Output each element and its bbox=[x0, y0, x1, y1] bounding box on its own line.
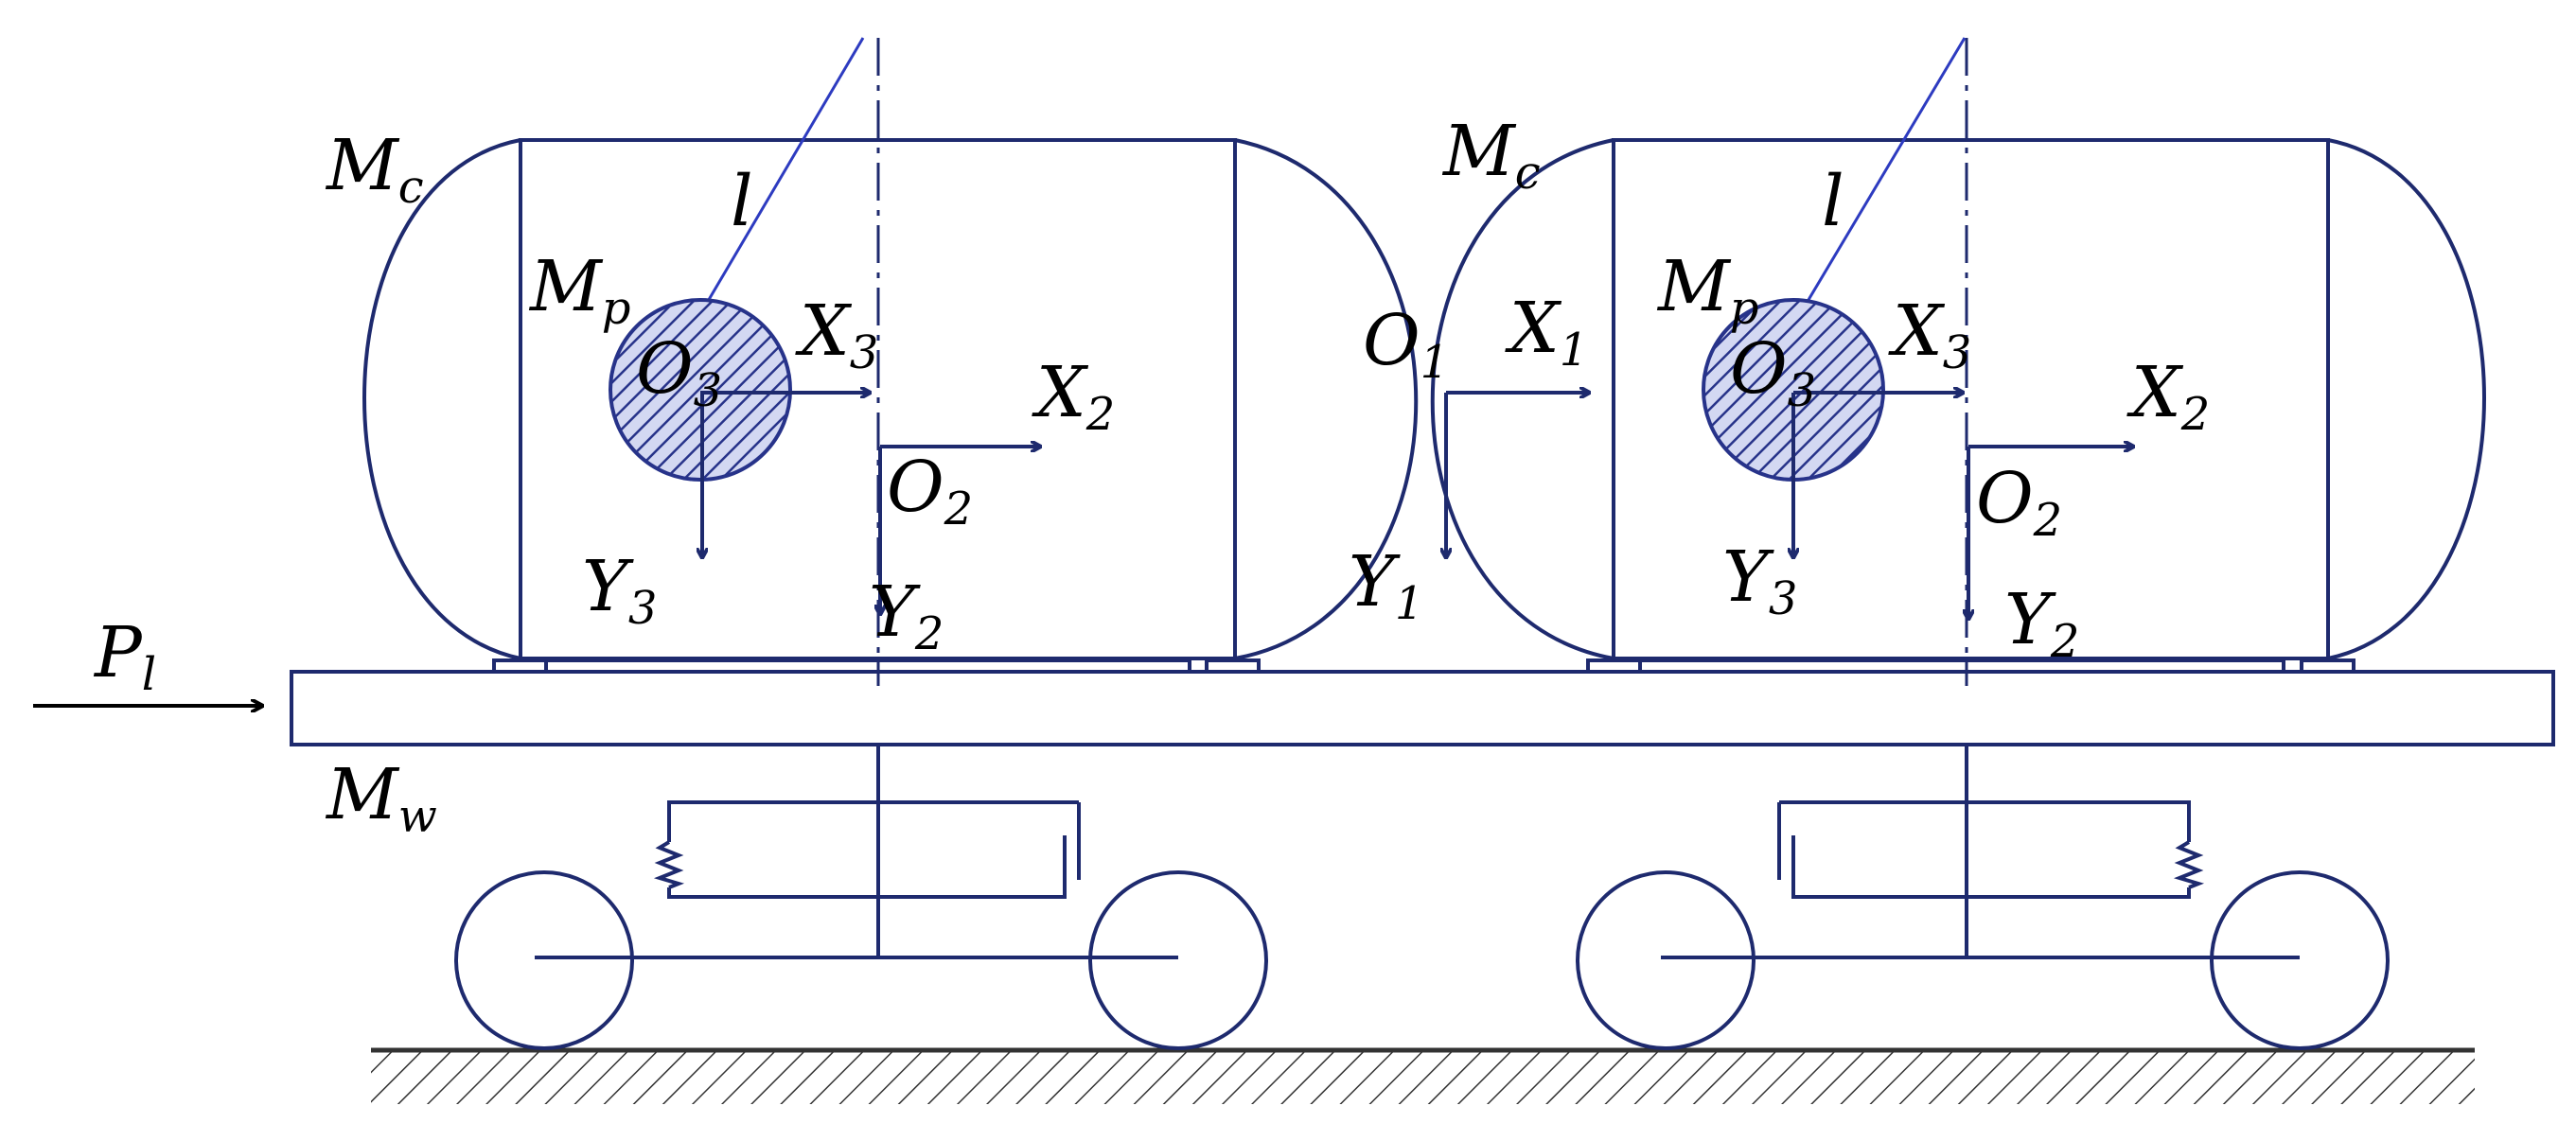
left-bogie bbox=[454, 800, 1268, 1050]
pendulum-masses bbox=[609, 298, 1885, 482]
label-tank-x-left: X2 bbox=[1032, 352, 1115, 441]
ground bbox=[371, 1047, 2475, 1104]
coordinate-axes bbox=[702, 393, 2134, 620]
pendulum-links bbox=[698, 37, 1967, 315]
label-frame-x: X1 bbox=[1505, 288, 1588, 377]
label-tank-mass-left: Mc bbox=[325, 125, 424, 214]
label-tank-y-left: Y2 bbox=[869, 571, 944, 660]
label-liquid-mass-right: Mp bbox=[1656, 246, 1759, 335]
label-tank-x-right: X2 bbox=[2126, 352, 2210, 441]
suspension-posts bbox=[876, 745, 1968, 956]
label-pendulum-y-left: Y3 bbox=[582, 546, 657, 635]
label-liquid-mass-left: Mp bbox=[528, 246, 631, 335]
right-bogie bbox=[1576, 800, 2390, 1050]
tank-centerlines bbox=[876, 38, 1968, 686]
label-tank-center-right: O2 bbox=[1976, 458, 2062, 547]
label-frame-origin: O1 bbox=[1363, 300, 1449, 389]
label-pendulum-center-right: O3 bbox=[1730, 328, 1816, 417]
label-pendulum-length-left: l bbox=[731, 161, 753, 242]
label-pendulum-y-right: Y3 bbox=[1722, 536, 1797, 625]
label-pendulum-center-left: O3 bbox=[636, 328, 722, 417]
label-wagon-mass: Mw bbox=[325, 754, 437, 843]
right-tank-body bbox=[1430, 138, 2486, 660]
label-pendulum-x-right: X3 bbox=[1888, 290, 1971, 379]
label-tank-mass-right: Mc bbox=[1441, 111, 1541, 200]
label-tank-center-left: O2 bbox=[887, 447, 973, 535]
label-pendulum-x-left: X3 bbox=[795, 290, 878, 379]
left-tank-body bbox=[362, 138, 1419, 660]
label-tank-y-right: Y2 bbox=[2004, 579, 2079, 668]
wagon-platform bbox=[290, 658, 2555, 746]
label-pendulum-length-right: l bbox=[1822, 161, 1844, 242]
label-load-force: Pl bbox=[93, 612, 156, 701]
label-frame-y: Y1 bbox=[1349, 541, 1423, 630]
